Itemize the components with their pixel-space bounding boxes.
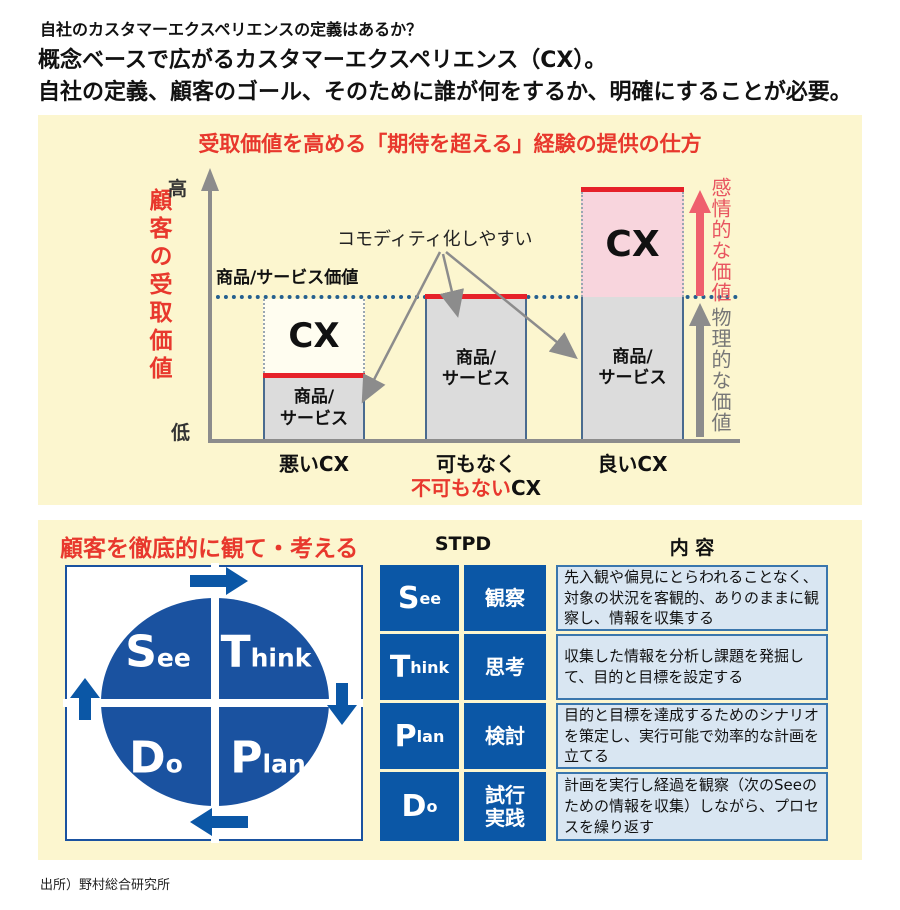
y-axis-high-label: 高 bbox=[168, 178, 188, 200]
bar1-cx-box: CX bbox=[263, 299, 365, 373]
quadrant-think-initial: T bbox=[220, 626, 251, 678]
y-axis-low-label: 低 bbox=[171, 422, 191, 444]
quadrant-do-rest: o bbox=[165, 749, 183, 779]
do-ja-label: 試行実践 bbox=[485, 782, 525, 830]
y-axis-label: 顧客の受取価値 bbox=[145, 188, 171, 384]
bar2-product-line1: 商品/ bbox=[455, 347, 497, 368]
bar3-product-bar: 商品/ サービス bbox=[581, 297, 684, 441]
value-chart-panel: 受取価値を高める「期待を超える」経験の提供の仕方 顧客の受取価値 高 低 商品/… bbox=[38, 115, 862, 505]
stpd-title: 顧客を徹底的に観て・考える bbox=[60, 536, 359, 562]
bar2-category-line2: 不可もないCX bbox=[387, 476, 565, 500]
quadrant-do: Do bbox=[129, 733, 183, 784]
y-axis-arrowhead bbox=[201, 168, 219, 191]
bar2-category-red-part: 不可もない bbox=[410, 476, 511, 500]
see-initial: S bbox=[397, 580, 420, 616]
cycle-divider-horizontal bbox=[63, 699, 363, 707]
think-ja-label: 思考 bbox=[485, 654, 525, 679]
quadrant-think: Think bbox=[221, 627, 312, 678]
quadrant-see: See bbox=[125, 627, 191, 678]
header-question: 自社のカスタマーエクスペリエンスの定義はあるか？ bbox=[40, 20, 423, 39]
content-column-header: 内 容 bbox=[669, 537, 715, 559]
stpd-ja-cell-do: 試行実践 bbox=[464, 772, 546, 841]
bar2-category-black-part: CX bbox=[510, 476, 542, 500]
plan-rest: lan bbox=[416, 726, 445, 746]
bar3-red-top bbox=[581, 187, 684, 192]
bar2-category-line1: 可もなく bbox=[436, 452, 516, 476]
bar2-category-label: 可もなく 不可もないCX bbox=[387, 452, 565, 500]
do-initial: D bbox=[401, 789, 427, 824]
chart-title: 受取価値を高める「期待を超える」経験の提供の仕方 bbox=[198, 132, 702, 156]
desc-see: 先入観や偏見にとらわれることなく、対象の状況を客観的、ありのままに観察し、情報を… bbox=[556, 565, 828, 631]
desc-plan: 目的と目標を達成するためのシナリオを策定し、実行可能で効率的な計画を立てる bbox=[556, 703, 828, 769]
think-initial: T bbox=[389, 649, 411, 685]
quadrant-plan-initial: P bbox=[230, 732, 263, 784]
bar2-product-line2: サービス bbox=[442, 369, 510, 389]
desc-think: 収集した情報を分析し課題を発掘して、目的と目標を設定する bbox=[556, 634, 828, 700]
quadrant-see-rest: ee bbox=[156, 643, 191, 673]
quadrant-see-initial: S bbox=[125, 626, 157, 678]
bar3-category-label: 良いCX bbox=[597, 452, 668, 476]
stpd-column-header: STPD bbox=[434, 533, 492, 555]
do-rest: o bbox=[426, 797, 438, 816]
bar1-product-bar: 商品/ サービス bbox=[263, 378, 365, 441]
quadrant-do-initial: D bbox=[129, 732, 166, 784]
bar1-category-label: 悪いCX bbox=[278, 452, 350, 476]
bar1-product-line1: 商品/ bbox=[293, 387, 335, 408]
quadrant-plan-rest: lan bbox=[262, 749, 306, 779]
think-rest: hink bbox=[410, 657, 450, 677]
plan-ja-label: 検討 bbox=[485, 723, 525, 748]
threshold-label: 商品/サービス価値 bbox=[216, 268, 359, 288]
commodity-annotation: コモディティ化しやすい bbox=[337, 229, 533, 250]
plan-initial: P bbox=[394, 718, 417, 754]
quadrant-think-rest: hink bbox=[250, 643, 312, 673]
quadrant-plan: Plan bbox=[230, 733, 306, 784]
header-statement-1: 概念ベースで広がるカスタマーエクスペリエンス（CX）。 bbox=[38, 48, 607, 73]
stpd-ja-cell-plan: 検討 bbox=[464, 703, 546, 769]
bar3-product-line1: 商品/ bbox=[612, 346, 653, 367]
bar3-cx-box: CX bbox=[581, 192, 684, 297]
bar2-product-bar: 商品/ サービス bbox=[425, 299, 527, 441]
bar1-product-line2: サービス bbox=[280, 408, 348, 429]
desc-do: 計画を実行し経過を観察（次のSeeのための情報を収集）しながら、プロセスを繰り返… bbox=[556, 772, 828, 841]
physical-value-label: 物理的な価値 bbox=[708, 307, 732, 433]
stpd-ja-cell-think: 思考 bbox=[464, 634, 546, 700]
source-note: 出所）野村総合研究所 bbox=[40, 878, 171, 893]
see-ja-label: 観察 bbox=[485, 585, 525, 610]
stpd-ja-cell-see: 観察 bbox=[464, 565, 546, 631]
stpd-panel: 顧客を徹底的に観て・考える See Think Do Plan STPD 内 容… bbox=[38, 520, 862, 860]
header-statement-2: 自社の定義、顧客のゴール、そのために誰が何をするか、明確にすることが必要。 bbox=[38, 80, 852, 105]
see-rest: ee bbox=[419, 588, 442, 608]
emotional-value-label: 感情的な価値 bbox=[708, 177, 732, 303]
bar1-red-top bbox=[263, 373, 365, 378]
bar3-product-line2: サービス bbox=[598, 368, 667, 388]
